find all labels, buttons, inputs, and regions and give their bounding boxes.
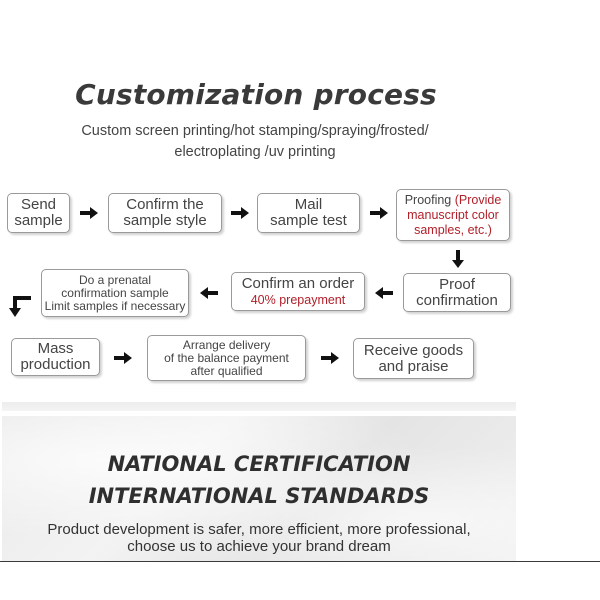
arrow-right-icon <box>321 352 339 364</box>
step-text: Proof <box>439 275 475 293</box>
page-title: Customization process <box>75 78 437 111</box>
step-note: manuscript color <box>407 207 499 222</box>
step-text: Do a prenatal <box>78 272 152 287</box>
step-label: Proofing <box>404 192 452 207</box>
step-note: samples, etc.) <box>414 222 492 237</box>
step-label: Confirm an order <box>241 274 355 292</box>
step-text: Arrange delivery <box>182 337 271 352</box>
step-note: (Provide <box>454 192 502 207</box>
step-proof-confirmation: Proof confirmation <box>403 273 511 312</box>
arrow-left-icon <box>375 287 393 299</box>
arrow-right-icon <box>231 207 249 219</box>
subtitle-line-1: Custom screen printing/hot stamping/spra… <box>81 123 429 139</box>
step-text: Mail <box>294 196 323 213</box>
step-confirm-order: Confirm an order 40% prepayment <box>231 272 365 311</box>
step-text: confirmation <box>416 291 498 309</box>
step-text: and praise <box>378 357 449 375</box>
step-text: Confirm the <box>126 196 204 213</box>
arrow-turn-down-icon <box>9 296 31 318</box>
step-confirm-style: Confirm the sample style <box>108 193 222 233</box>
step-text: confirmation sample <box>61 285 169 300</box>
arrow-right-icon <box>80 207 98 219</box>
step-mail-test: Mail sample test <box>257 193 360 233</box>
step-text: sample test <box>270 212 347 229</box>
step-text: production <box>20 356 91 373</box>
arrow-down-icon <box>452 250 464 268</box>
step-text: Limit samples if necessary <box>44 298 186 313</box>
certification-title-line-2: INTERNATIONAL STANDARDS <box>88 484 430 508</box>
step-arrange-delivery: Arrange delivery of the balance payment … <box>147 335 306 381</box>
certification-text-line-2: choose us to achieve your brand dream <box>127 538 391 555</box>
arrow-right-icon <box>114 352 132 364</box>
step-receive-goods: Receive goods and praise <box>353 338 474 379</box>
step-text: sample <box>14 212 63 229</box>
step-text: of the balance payment <box>164 350 289 365</box>
arrow-left-icon <box>200 287 218 299</box>
certification-background <box>2 416 516 562</box>
certification-text-line-1: Product development is safer, more effic… <box>47 521 471 538</box>
arrow-right-icon <box>370 207 388 219</box>
page-subtitle: Custom screen printing/hot stamping/spra… <box>30 121 480 163</box>
section-divider <box>2 402 516 411</box>
step-send-sample: Send sample <box>7 193 70 233</box>
certification-title-line-1: NATIONAL CERTIFICATION <box>107 452 411 476</box>
step-text: after qualified <box>190 363 263 378</box>
step-prenatal-sample: Do a prenatal confirmation sample Limit … <box>41 269 189 317</box>
step-text: Mass <box>37 340 74 357</box>
step-mass-production: Mass production <box>11 338 100 376</box>
step-proofing: Proofing (Provide manuscript color sampl… <box>396 189 510 241</box>
step-text: sample style <box>123 212 207 229</box>
step-note: 40% prepayment <box>250 292 346 307</box>
bottom-divider <box>0 561 600 562</box>
subtitle-line-2: electroplating /uv printing <box>174 144 336 160</box>
step-text: Send <box>20 196 57 213</box>
step-text: Receive goods <box>363 341 464 359</box>
